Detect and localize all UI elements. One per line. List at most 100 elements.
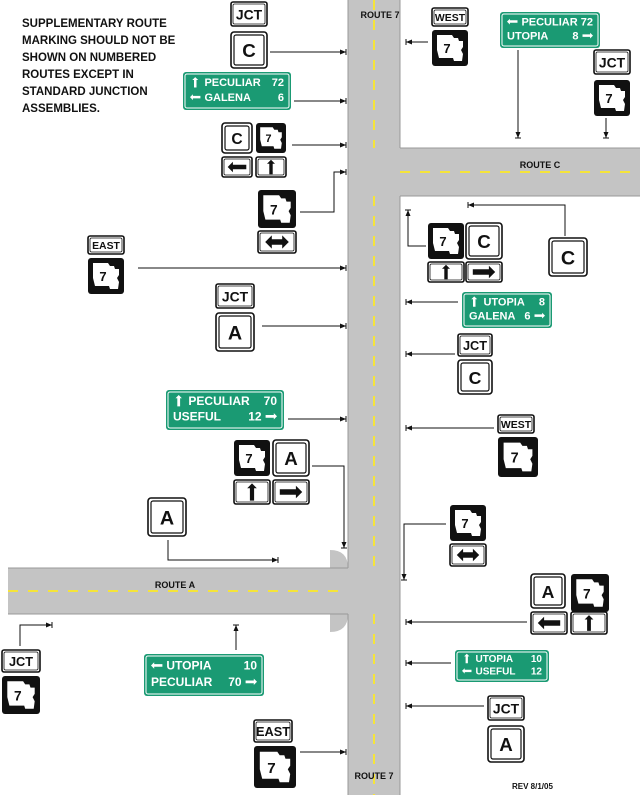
up-arrow-plate — [233, 479, 271, 505]
leader-arrowhead — [515, 132, 521, 138]
road-label-route-c: ROUTE C — [520, 160, 561, 170]
leader-arrowhead — [340, 98, 346, 104]
guide-sign-utopia-galena-line2-distance: 6 — [524, 310, 530, 322]
leader-line — [167, 540, 278, 561]
west-plate-text: WEST — [501, 420, 532, 431]
left-arrow-plate — [530, 611, 568, 635]
leader-line — [407, 210, 426, 247]
left-arrow-icon — [462, 668, 472, 674]
route-7-shield: 7 — [571, 574, 609, 612]
leader-arrowhead — [406, 425, 412, 431]
missouri-state-outline-icon — [455, 510, 481, 536]
up-arrow-icon — [584, 615, 594, 631]
leader-line — [403, 523, 446, 580]
missouri-state-outline-icon — [433, 228, 459, 254]
guide-sign-utopia-useful-line2-destination: USEFUL — [476, 666, 516, 677]
guide-sign-peculiar-galena-line2-destination: GALENA — [204, 92, 251, 104]
route-7-shield-number: 7 — [439, 234, 446, 249]
route-a-marker-letter: A — [542, 582, 555, 602]
right-arrow-icon — [472, 265, 496, 279]
guide-sign-utopia-useful-line1-distance: 10 — [531, 654, 543, 665]
jct-plate-text: JCT — [236, 6, 263, 22]
up-arrow-icon — [442, 264, 450, 280]
guide-sign-utopia-galena-line2-destination: GALENA — [469, 310, 516, 322]
road-label-route-a: ROUTE A — [155, 580, 196, 590]
leader-arrowhead — [406, 703, 412, 709]
route-a-marker-letter: A — [228, 323, 242, 345]
left-arrow-plate — [221, 156, 253, 178]
guide-sign-utopia-peculiar-line2-distance: 70 — [228, 675, 242, 689]
leader-arrowhead — [401, 574, 407, 580]
route-7-shield: 7 — [234, 440, 270, 476]
route-c-marker: C — [457, 359, 493, 395]
route-c-marker: C — [221, 122, 253, 154]
leader-arrowhead — [340, 323, 346, 329]
missouri-state-outline-icon — [263, 195, 291, 223]
jct-plate: JCT — [215, 283, 255, 309]
double-arrow-icon — [456, 548, 480, 562]
route-7-shield: 7 — [254, 746, 296, 788]
leader-arrowhead — [406, 351, 412, 357]
west-plate: WEST — [431, 7, 469, 27]
road-label-route-7-top: ROUTE 7 — [360, 10, 399, 20]
missouri-state-outline-icon — [260, 127, 282, 149]
leader-arrowhead — [340, 749, 346, 755]
route-7-shield: 7 — [258, 190, 296, 228]
up-arrow-plate — [570, 611, 608, 635]
guide-sign-peculiar-utopia-line1-distance: 72 — [581, 16, 593, 28]
leader-arrowhead — [406, 299, 412, 305]
jct-plate-text: JCT — [222, 288, 249, 304]
leader-arrowhead — [233, 625, 239, 631]
route-a-road — [8, 568, 400, 614]
route-a-marker: A — [487, 725, 525, 763]
left-arrow-icon — [190, 94, 201, 101]
route-c-marker: C — [548, 237, 588, 277]
missouri-state-outline-icon — [437, 35, 463, 61]
jct-plate: JCT — [593, 49, 631, 75]
up-arrow-icon — [175, 395, 182, 407]
route-c-marker-letter: C — [231, 131, 242, 148]
leader-arrowhead — [340, 265, 346, 271]
route-7-shield-number: 7 — [265, 133, 271, 145]
jct-plate: JCT — [457, 333, 493, 357]
east-plate: EAST — [253, 719, 293, 743]
leader-arrowhead — [340, 49, 346, 55]
east-plate: EAST — [87, 235, 125, 255]
route-7-shield: 7 — [450, 505, 486, 541]
jct-plate-text: JCT — [463, 338, 487, 353]
leader-arrowhead — [406, 660, 412, 666]
route-c-marker-letter: C — [469, 368, 482, 388]
jct-plate-text: JCT — [599, 54, 626, 70]
guide-sign-utopia-galena-line1-destination: UTOPIA — [483, 296, 524, 308]
leader-arrowhead — [603, 132, 609, 138]
guide-sign-peculiar-utopia-line2-distance: 8 — [572, 30, 578, 42]
missouri-state-outline-icon — [93, 263, 119, 289]
route-c-marker-letter: C — [561, 248, 575, 270]
guide-sign-utopia-peculiar-line1-destination: UTOPIA — [166, 659, 211, 673]
guide-sign-utopia-peculiar-line2-destination: PECULIAR — [151, 675, 213, 689]
guide-sign-utopia-galena-line1-distance: 8 — [539, 296, 545, 308]
double-arrow-plate — [449, 543, 487, 567]
leader-arrowhead — [272, 557, 278, 563]
right-arrow-icon — [534, 312, 545, 319]
right-arrow-icon — [265, 413, 277, 420]
jct-plate: JCT — [230, 1, 268, 27]
jct-plate-text: JCT — [493, 700, 520, 716]
route-7-shield-number: 7 — [245, 451, 252, 466]
route-c-marker-letter: C — [242, 40, 256, 61]
route-a-marker-letter: A — [284, 448, 298, 469]
guide-sign-peculiar-useful-line2-distance: 12 — [248, 409, 262, 423]
leader-line — [19, 624, 52, 646]
right-arrow-plate — [272, 479, 310, 505]
jct-plate-text: JCT — [9, 654, 33, 669]
route-a-marker-letter: A — [160, 508, 174, 530]
route-a-marker: A — [147, 497, 187, 537]
missouri-state-outline-icon — [239, 445, 265, 471]
leader-arrowhead — [341, 542, 347, 548]
route-7-shield-number: 7 — [14, 688, 22, 703]
left-arrow-icon — [507, 18, 518, 25]
route-7-shield: 7 — [88, 258, 124, 294]
